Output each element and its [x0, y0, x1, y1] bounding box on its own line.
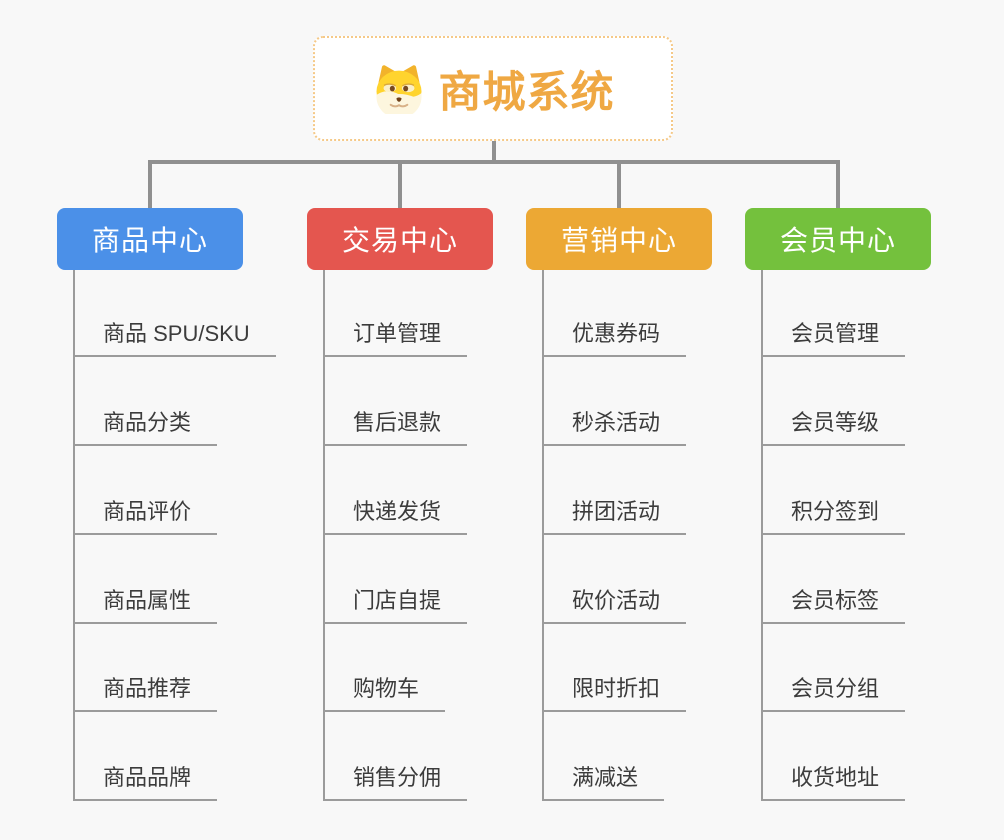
- leaf-node[interactable]: 收货地址: [761, 763, 906, 801]
- connector-trunk: [73, 270, 75, 801]
- leaf-node[interactable]: 秒杀活动: [542, 408, 687, 446]
- connector-root-stem: [492, 141, 496, 161]
- branch-node-member-center[interactable]: 会员中心: [745, 208, 931, 270]
- connector-drop: [836, 160, 840, 208]
- leaf-node[interactable]: 门店自提: [323, 586, 468, 624]
- leaf-node[interactable]: 优惠券码: [542, 319, 687, 357]
- connector-trunk: [323, 270, 325, 801]
- leaf-node[interactable]: 商品品牌: [73, 763, 218, 801]
- connector-drop: [617, 160, 621, 208]
- leaf-node[interactable]: 砍价活动: [542, 586, 687, 624]
- leaf-node[interactable]: 会员管理: [761, 319, 906, 357]
- branch-node-product-center[interactable]: 商品中心: [57, 208, 243, 270]
- doge-icon: [376, 64, 421, 114]
- leaf-node[interactable]: 限时折扣: [542, 674, 687, 712]
- leaf-node[interactable]: 满减送: [542, 763, 665, 801]
- leaf-node[interactable]: 购物车: [323, 674, 446, 712]
- leaf-node[interactable]: 积分签到: [761, 497, 906, 535]
- leaf-node[interactable]: 售后退款: [323, 408, 468, 446]
- leaf-node[interactable]: 商品评价: [73, 497, 218, 535]
- branch-node-marketing-center[interactable]: 营销中心: [526, 208, 712, 270]
- connector-drop: [148, 160, 152, 208]
- leaf-node[interactable]: 快递发货: [323, 497, 468, 535]
- connector-drop: [398, 160, 402, 208]
- root-node[interactable]: 商城系统: [313, 36, 673, 141]
- leaf-node[interactable]: 会员标签: [761, 586, 906, 624]
- leaf-node[interactable]: 拼团活动: [542, 497, 687, 535]
- leaf-node[interactable]: 商品推荐: [73, 674, 218, 712]
- root-node-label: 商城系统: [438, 68, 615, 117]
- leaf-node[interactable]: 订单管理: [323, 319, 468, 357]
- leaf-node[interactable]: 会员分组: [761, 674, 906, 712]
- branch-node-trade-center[interactable]: 交易中心: [307, 208, 493, 270]
- leaf-node[interactable]: 商品分类: [73, 408, 218, 446]
- leaf-node[interactable]: 商品 SPU/SKU: [73, 319, 276, 357]
- leaf-node[interactable]: 商品属性: [73, 586, 218, 624]
- connector-trunk: [761, 270, 763, 801]
- leaf-node[interactable]: 会员等级: [761, 408, 906, 446]
- connector-bus: [148, 160, 840, 164]
- leaf-node[interactable]: 销售分佣: [323, 763, 468, 801]
- connector-trunk: [542, 270, 544, 801]
